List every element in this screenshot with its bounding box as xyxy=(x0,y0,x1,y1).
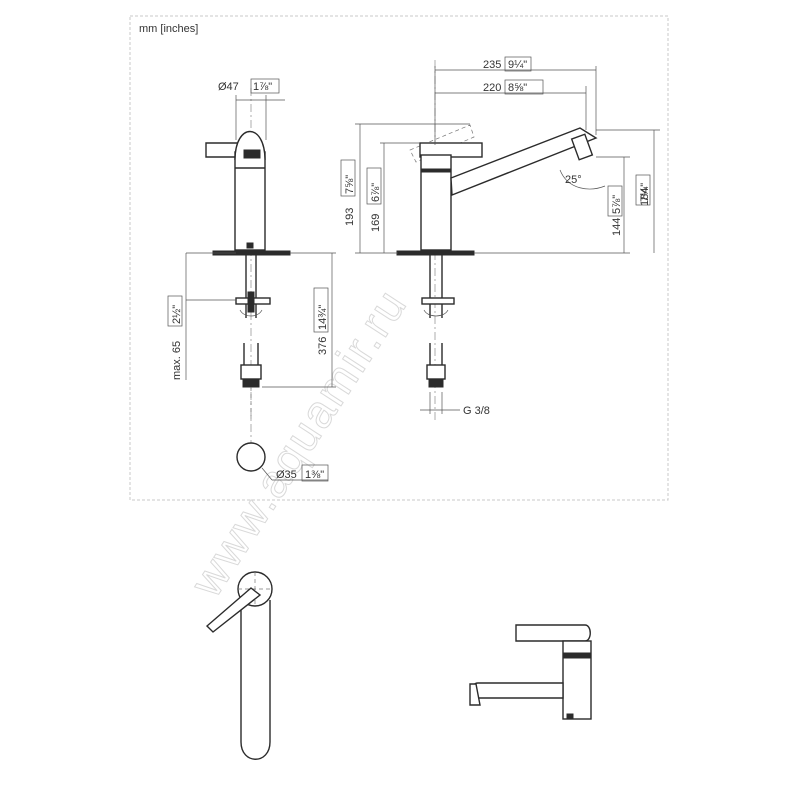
front-view xyxy=(396,60,606,420)
front-view-dimensions xyxy=(340,56,660,414)
dim-h376: 376 xyxy=(317,337,329,355)
units-label: mm [inches] xyxy=(139,23,198,35)
dim-angle: 25° xyxy=(565,174,582,186)
dim-d35: Ø35 xyxy=(276,469,297,481)
top-view xyxy=(205,571,273,760)
side-view xyxy=(205,88,328,481)
dim-max65-in: 2½" xyxy=(171,305,183,324)
drawing-frame xyxy=(129,15,669,501)
hole-circle xyxy=(236,442,266,472)
perspective-view xyxy=(469,624,592,720)
dimension-labels: Ø47 1⅞" max. 65 2½" 376 14¾" Ø35 1⅜" 235… xyxy=(171,59,651,481)
dim-h184-in: 7¼" xyxy=(639,183,651,202)
dim-h169-in: 6⅞" xyxy=(370,183,382,202)
dim-h169: 169 xyxy=(370,214,382,232)
dim-h184: 184 xyxy=(639,188,651,206)
watermark: www.aquamir.ru xyxy=(179,279,417,606)
dim-d47-in: 1⅞" xyxy=(253,81,272,93)
dim-h193: 193 xyxy=(344,208,356,226)
dim-d35-in: 1⅜" xyxy=(305,469,324,481)
dim-w235: 235 xyxy=(483,59,501,71)
dim-d47: Ø47 xyxy=(218,81,239,93)
dim-h144: 144 xyxy=(611,218,623,236)
dim-max65: max. 65 xyxy=(171,341,183,380)
side-view-dimensions xyxy=(167,78,336,482)
dim-w220: 220 xyxy=(483,82,501,94)
dim-thread: G 3/8 xyxy=(463,405,490,417)
dim-w220-in: 8⅝" xyxy=(508,82,527,94)
dim-w235-in: 9¼" xyxy=(508,59,527,71)
dim-h144-in: 5⅞" xyxy=(611,195,623,214)
dim-h193-in: 7⅝" xyxy=(344,175,356,194)
dim-h376-in: 14¾" xyxy=(317,305,329,330)
